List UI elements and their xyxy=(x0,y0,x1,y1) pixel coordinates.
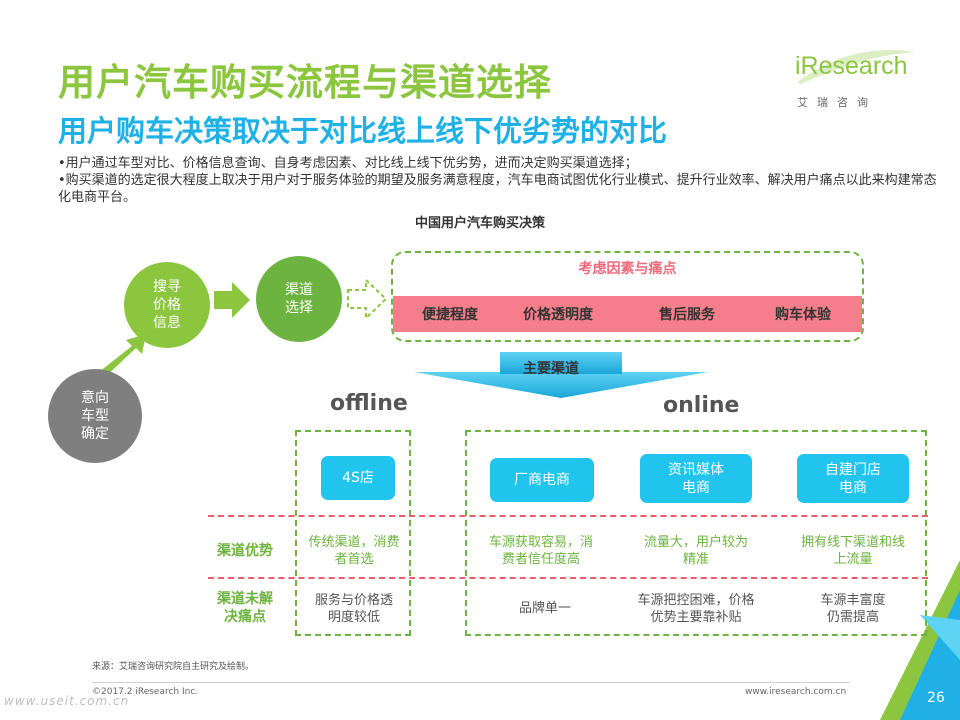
pain-point-cell: 服务与价格透 明度较低 xyxy=(314,593,393,625)
factors-bar xyxy=(393,296,862,332)
step-intent-circle: 意向 车型 确定 xyxy=(48,369,142,463)
main-channel-label: 主要渠道 xyxy=(523,361,579,377)
factor-item: 便捷程度 xyxy=(422,307,478,323)
step-channel-circle: 渠道 选择 xyxy=(256,256,342,342)
dashed-arrow-icon xyxy=(347,277,388,321)
corner-decoration-icon xyxy=(920,615,960,660)
main-channel-arrow-icon xyxy=(414,372,708,398)
footer-divider xyxy=(92,682,850,683)
diagram-title: 中国用户汽车购买决策 xyxy=(414,216,545,231)
page-subtitle: 用户购车决策取决于对比线上线下优劣势的对比 xyxy=(58,114,668,148)
advantage-cell: 流量大，用户较为 精准 xyxy=(643,535,748,567)
row-label-advantage: 渠道优势 xyxy=(217,543,273,559)
page-number: 26 xyxy=(927,690,945,706)
step-search-circle: 搜寻 价格 信息 xyxy=(124,262,210,348)
copyright: ©2017.2 iResearch Inc. xyxy=(92,687,199,697)
channel-manufacturer-ecommerce: 厂商电商 xyxy=(490,458,594,502)
watermark: www.useit.com.cn xyxy=(4,694,130,708)
factors-title: 考虑因素与痛点 xyxy=(578,261,677,277)
bullet-item: •购买渠道的选定很大程度上取决于用户对于服务体验的期望及服务满意程度，汽车电商试… xyxy=(58,173,937,205)
factor-item: 价格透明度 xyxy=(523,307,593,323)
pain-point-cell: 车源丰富度 仍需提高 xyxy=(820,593,886,625)
source-note: 来源：艾瑞咨询研究院自主研究及绘制。 xyxy=(92,662,255,672)
row-label-pain-point: 渠道未解 决痛点 xyxy=(217,591,273,625)
page-title: 用户汽车购买流程与渠道选择 xyxy=(58,61,552,104)
bullet-item: •用户通过车型对比、价格信息查询、自身考虑因素、对比线上线下优劣势，进而决定购买… xyxy=(58,156,638,171)
logo-wordmark: iResearch xyxy=(795,52,908,80)
bullet-list: •用户通过车型对比、价格信息查询、自身考虑因素、对比线上线下优劣势，进而决定购买… xyxy=(58,155,938,206)
offline-label: offline xyxy=(330,391,408,416)
factor-item: 购车体验 xyxy=(775,307,831,323)
factor-item: 售后服务 xyxy=(659,307,715,323)
online-label: online xyxy=(663,393,740,418)
channel-self-built-ecommerce: 自建门店 电商 xyxy=(797,454,909,503)
factors-box xyxy=(391,251,864,342)
channel-4s-store: 4S店 xyxy=(321,456,395,500)
row-divider xyxy=(208,515,928,517)
website: www.iresearch.com.cn xyxy=(745,687,847,697)
row-divider xyxy=(208,577,928,579)
iresearch-logo: iResearch 艾瑞咨询 xyxy=(795,50,920,112)
advantage-cell: 拥有线下渠道和线 上流量 xyxy=(800,535,905,567)
logo-subtext: 艾瑞咨询 xyxy=(797,96,877,109)
advantage-cell: 传统渠道，消费 者首选 xyxy=(308,535,400,567)
channel-media-ecommerce: 资讯媒体 电商 xyxy=(640,454,752,503)
logo-swoosh-icon xyxy=(797,50,915,84)
advantage-cell: 车源获取容易，消 费者信任度高 xyxy=(488,535,593,567)
pain-point-cell: 品牌单一 xyxy=(518,601,571,616)
offline-container xyxy=(295,430,411,636)
online-container xyxy=(465,430,927,636)
pain-point-cell: 车源把控困难，价格 优势主要靠补贴 xyxy=(637,593,755,625)
step-arrow-icon xyxy=(214,282,250,318)
